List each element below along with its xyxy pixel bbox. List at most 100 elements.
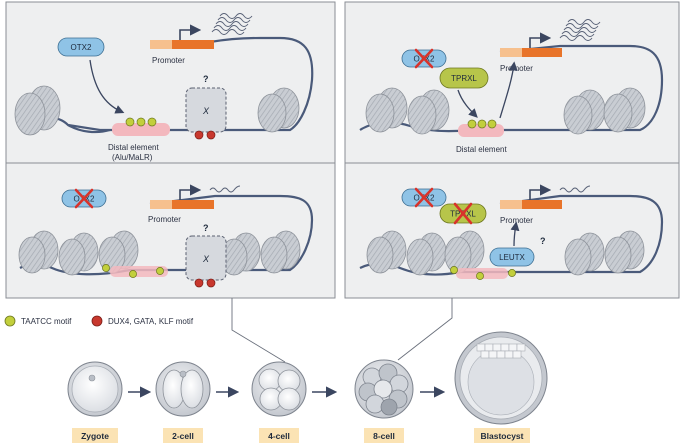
- cross-icon: [414, 48, 434, 69]
- zygote-embryo: [67, 361, 123, 417]
- taatcc-motif: [136, 117, 146, 127]
- promoter-light-segment: [500, 48, 522, 57]
- nucleosome: [18, 230, 59, 274]
- distal-label: Distal element: [456, 145, 507, 154]
- four-cell-embryo: [251, 361, 307, 417]
- transcription-arrow: [529, 32, 552, 48]
- taatcc-motif: [129, 270, 137, 278]
- dna-strand: [19, 36, 314, 132]
- taatcc-motif: [147, 117, 157, 127]
- otx2-label: OTX2: [71, 43, 92, 52]
- nucleosome: [365, 87, 408, 133]
- stage-label-4-cell: 4-cell: [268, 431, 290, 441]
- promoter-light-segment: [150, 200, 172, 209]
- transcript-wave: [209, 185, 241, 193]
- connector-line: [231, 298, 286, 363]
- taatcc-motif: [508, 269, 516, 277]
- promoter-gene: [522, 48, 562, 57]
- promoter-gene: [172, 40, 214, 49]
- distal-element: [110, 266, 168, 277]
- blastocyst-embryo: [454, 331, 548, 425]
- unknown-factor-label: X: [202, 254, 210, 264]
- transcript-wave: [559, 185, 591, 193]
- taatcc-motif: [476, 272, 484, 280]
- tprxl-factor: [439, 67, 489, 89]
- nucleosome: [257, 87, 300, 133]
- nucleosome: [407, 89, 450, 135]
- dna-loop: [67, 124, 111, 134]
- cross-icon: [414, 187, 434, 208]
- legend-taatcc-label: TAATCC motif: [21, 317, 72, 326]
- two-cell-embryo: [155, 361, 211, 417]
- transcription-arrow: [179, 24, 202, 40]
- connector-line: [397, 298, 453, 361]
- stage-labels: Zygote 2-cell 4-cell 8-cell Blastocyst: [72, 428, 530, 443]
- tprxl-label: TPRXL: [451, 74, 477, 83]
- taatcc-motif: [477, 119, 487, 129]
- stage-label-bg: [474, 428, 530, 443]
- promoter-gene: [522, 200, 562, 209]
- taatcc-motif: [450, 266, 458, 274]
- cross-icon: [74, 188, 94, 209]
- promoter-gene: [172, 200, 214, 209]
- stage-label-2-cell: 2-cell: [172, 431, 194, 441]
- leutx-activation-arrow: [510, 221, 520, 247]
- transcript-waves: [559, 19, 601, 41]
- stage-label-blastocyst: Blastocyst: [481, 431, 524, 441]
- nucleosome: [603, 87, 646, 133]
- stage-label-bg: [259, 428, 299, 443]
- legend-dux4-label: DUX4, GATA, KLF motif: [108, 317, 194, 326]
- promoter-light-segment: [500, 200, 522, 209]
- taatcc-motif: [102, 264, 110, 272]
- legend-taatcc-swatch: [4, 315, 16, 327]
- transcription-arrow: [529, 184, 552, 200]
- nucleosome: [604, 230, 645, 274]
- promoter-label: Promoter: [148, 215, 181, 224]
- eight-cell-embryo: [354, 359, 414, 419]
- right-bottom-scene: Promoter OTX2 TPRXL LEUTX ?: [359, 184, 664, 280]
- leutx-label: LEUTX: [499, 253, 525, 262]
- stage-label-zygote: Zygote: [81, 431, 109, 441]
- leutx-factor: [489, 247, 535, 267]
- nucleosome: [406, 232, 447, 276]
- nucleosome: [260, 230, 301, 274]
- dux4-motif: [206, 278, 216, 288]
- unknown-factor: [185, 87, 227, 133]
- nucleosome: [564, 232, 605, 276]
- stage-label-8-cell: 8-cell: [373, 431, 395, 441]
- stage-label-bg: [72, 428, 118, 443]
- promoter-activation-arrow: [499, 61, 518, 119]
- nucleosome: [444, 230, 485, 274]
- transcription-arrow: [179, 184, 202, 200]
- otx2-binding-arrow: [89, 59, 125, 114]
- promoter-label: Promoter: [500, 64, 533, 73]
- distal-label-line1: Distal element: [108, 143, 159, 152]
- legend: TAATCC motif DUX4, GATA, KLF motif: [4, 315, 194, 327]
- dux4-motif: [194, 130, 204, 140]
- promoter-label: Promoter: [500, 216, 533, 225]
- promoter-label: Promoter: [152, 56, 185, 65]
- unknown-question-mark: ?: [540, 236, 546, 246]
- right-top-scene: Promoter OTX2 TPRXL Distal element: [359, 19, 664, 154]
- legend-dux4-swatch: [91, 315, 103, 327]
- nucleosome: [58, 232, 99, 276]
- left-top-scene: Promoter OTX2 Distal element (Alu/MaLR) …: [14, 13, 314, 162]
- tprxl-binding-arrow: [457, 89, 478, 118]
- taatcc-motif: [156, 267, 164, 275]
- unknown-question-mark: ?: [203, 223, 209, 233]
- unknown-question-mark: ?: [203, 74, 209, 84]
- stage-label-bg: [163, 428, 203, 443]
- nucleosome: [220, 232, 261, 276]
- taatcc-motif: [467, 119, 477, 129]
- nucleosome: [563, 89, 606, 135]
- transcript-waves: [211, 13, 253, 35]
- distal-element: [112, 123, 170, 136]
- left-bottom-scene: Promoter OTX2 X ?: [18, 184, 314, 288]
- nucleosome: [366, 230, 407, 274]
- promoter-light-segment: [150, 40, 172, 49]
- distal-label-line2: (Alu/MaLR): [112, 153, 153, 162]
- taatcc-motif: [487, 119, 497, 129]
- taatcc-motif: [125, 117, 135, 127]
- nucleosome: [98, 230, 139, 274]
